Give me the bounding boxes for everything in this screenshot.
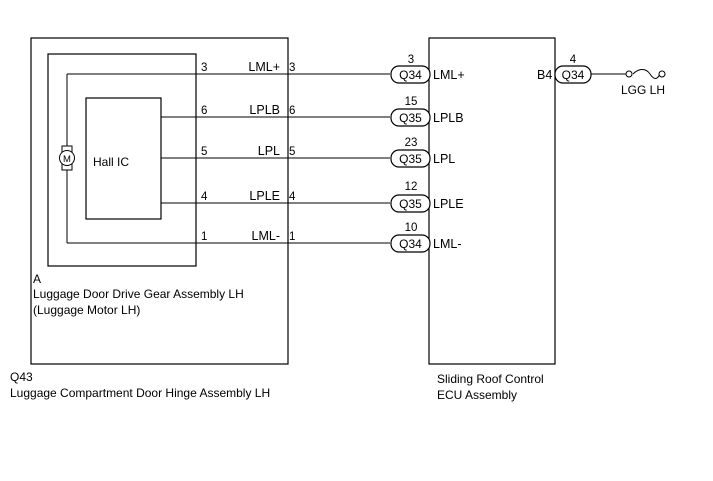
outer-pin: 6	[289, 105, 295, 117]
motor-icon: M	[59, 145, 75, 171]
wire-row-lml-plus: 3 LML+ 3 3 Q34 LML+	[201, 54, 465, 84]
hall-ic-label: Hall IC	[93, 155, 129, 169]
ecu-signal-label: LML-	[433, 237, 461, 251]
outer-pin: 4	[289, 191, 296, 203]
ecu-signal-label: LPL	[433, 152, 455, 166]
motor-assembly-subname: (Luggage Motor LH)	[33, 303, 140, 317]
connector-label: Q35	[399, 152, 422, 166]
ecu-name-line1: Sliding Roof Control	[437, 372, 544, 386]
connector-pill	[390, 108, 431, 127]
inner-pin: 3	[201, 62, 207, 74]
ecu-pin: 15	[405, 96, 418, 108]
ecu-signal-label: LPLB	[433, 111, 464, 125]
connector-pill	[390, 194, 431, 213]
wire-row-lplb: 6 LPLB 6 15 Q35 LPLB	[201, 96, 464, 127]
inner-pin: 6	[201, 105, 207, 117]
hinge-assembly-name: Luggage Compartment Door Hinge Assembly …	[10, 386, 270, 400]
motor-symbol-label: M	[63, 154, 71, 165]
wire-row-lpl: 5 LPL 5 23 Q35 LPL	[201, 137, 455, 168]
fuse-connector-label: Q34	[562, 68, 585, 82]
signal-label: LPL	[258, 144, 280, 158]
fuse-terminal-right	[658, 70, 666, 78]
inner-pin: 4	[201, 191, 208, 203]
connector-pill	[390, 65, 431, 84]
wire-row-lple: 4 LPLE 4 12 Q35 LPLE	[201, 181, 464, 213]
ecu-pin: 10	[405, 222, 418, 234]
connector-label: Q35	[399, 197, 422, 211]
ecu-pin: 23	[405, 137, 418, 149]
ecu-signal-label: LML+	[433, 68, 465, 82]
connector-label: Q34	[399, 68, 422, 82]
connector-label: Q34	[399, 237, 422, 251]
inner-pin: 1	[201, 231, 207, 243]
drive-gear-assembly-box	[47, 53, 197, 267]
outer-pin: 5	[289, 146, 295, 158]
ecu-connector-b4: B4	[537, 68, 552, 82]
connector-label: Q35	[399, 111, 422, 125]
signal-label: LPLE	[249, 189, 280, 203]
connector-pill	[390, 234, 431, 253]
fuse-icon	[632, 69, 661, 79]
ecu-name-line2: ECU Assembly	[437, 388, 517, 402]
outer-pin: 3	[289, 62, 295, 74]
signal-label: LPLB	[249, 103, 280, 117]
connector-pill	[390, 149, 431, 168]
ecu-signal-label: LPLE	[433, 197, 464, 211]
wire-row-lml-minus: 1 LML- 1 10 Q34 LML-	[201, 222, 461, 253]
fuse-pin: 4	[570, 54, 577, 66]
ecu-pin: 12	[405, 181, 418, 193]
signal-label: LML+	[248, 60, 280, 74]
fuse-line: B4 4 Q34 LGG LH	[537, 54, 666, 97]
fuse-label: LGG LH	[621, 83, 665, 97]
inner-pin: 5	[201, 146, 207, 158]
outer-pin: 1	[289, 231, 295, 243]
signal-label: LML-	[252, 229, 280, 243]
hinge-assembly-code: Q43	[10, 370, 33, 384]
motor-assembly-name: Luggage Door Drive Gear Assembly LH	[33, 287, 244, 301]
hinge-assembly-box	[30, 37, 289, 365]
fuse-terminal-left	[625, 70, 633, 78]
ecu-pin: 3	[408, 54, 414, 66]
motor-assembly-code: A	[33, 272, 41, 286]
